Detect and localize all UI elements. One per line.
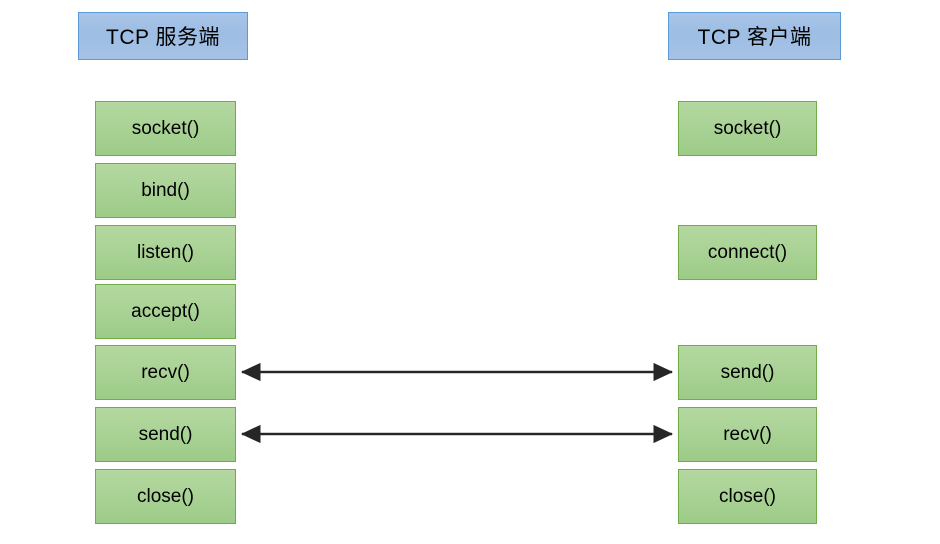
server-step-accept: accept()	[95, 284, 236, 339]
client-step-label: close()	[718, 485, 776, 507]
client-header-label: TCP 客户端	[697, 26, 812, 49]
server-step-listen: listen()	[95, 225, 236, 280]
server-header-label: TCP 服务端	[106, 26, 220, 49]
server-step-label: accept()	[131, 300, 200, 322]
server-step-label: send()	[138, 423, 193, 445]
client-step-label: connect()	[707, 241, 788, 263]
client-header-box: TCP 客户端	[668, 12, 841, 60]
client-step-socket: socket()	[678, 101, 817, 156]
server-step-label: recv()	[141, 361, 190, 383]
server-step-close: close()	[95, 469, 236, 524]
client-step-label: socket()	[713, 117, 782, 139]
server-step-recv: recv()	[95, 345, 236, 400]
server-step-send: send()	[95, 407, 236, 462]
server-step-bind: bind()	[95, 163, 236, 218]
server-step-label: socket()	[131, 117, 200, 139]
server-step-label: bind()	[141, 179, 190, 201]
server-step-label: listen()	[136, 241, 194, 263]
server-header-box: TCP 服务端	[78, 12, 248, 60]
client-step-label: send()	[720, 361, 775, 383]
client-step-recv: recv()	[678, 407, 817, 462]
client-step-connect: connect()	[678, 225, 817, 280]
server-step-socket: socket()	[95, 101, 236, 156]
client-step-close: close()	[678, 469, 817, 524]
server-step-label: close()	[136, 485, 194, 507]
client-step-send: send()	[678, 345, 817, 400]
client-step-label: recv()	[723, 423, 772, 445]
